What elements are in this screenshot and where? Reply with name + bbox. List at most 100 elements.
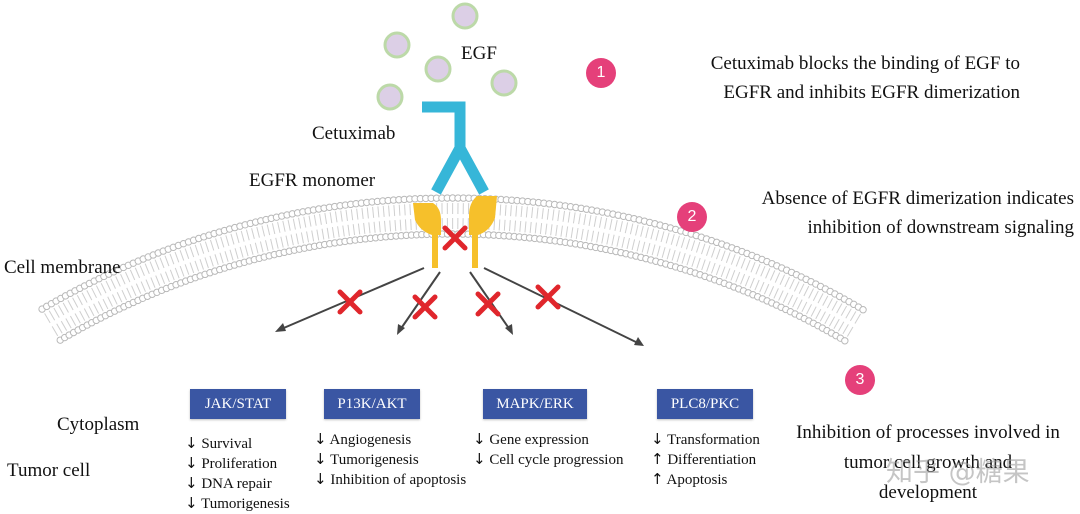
- lipid: [62, 293, 86, 331]
- lipid: [86, 280, 108, 319]
- lipid: [258, 218, 273, 259]
- lipid: [806, 286, 829, 324]
- pathway-jak-stat: JAK/STAT: [190, 389, 286, 419]
- egf-ligand-icon: [385, 33, 409, 57]
- lipid: [342, 202, 353, 244]
- effect-item: ↓ Tumorigenesis: [185, 494, 290, 514]
- pathway-pi3k-akt: P13K/AKT: [324, 389, 420, 419]
- lipid: [608, 212, 622, 254]
- lipid: [252, 219, 267, 260]
- lipid: [211, 230, 228, 271]
- lipid: [310, 207, 323, 249]
- lipid: [810, 288, 833, 326]
- cetuximab-label: Cetuximab: [312, 122, 395, 146]
- signaling-arrows: [275, 268, 644, 346]
- lipid: [577, 206, 589, 248]
- lipid: [587, 208, 600, 250]
- lipid: [667, 228, 684, 269]
- lipid: [337, 203, 348, 245]
- cytoplasm-label: Cytoplasm: [57, 413, 139, 437]
- lipid: [638, 219, 653, 260]
- lipid: [326, 204, 338, 246]
- watermark: 知乎 @糖果: [886, 450, 1030, 489]
- lipid: [53, 298, 77, 336]
- lipid: [613, 213, 627, 255]
- lipid: [567, 204, 579, 246]
- lipid: [783, 274, 805, 313]
- jak-stat-effects: ↓ Survival ↓ Proliferation ↓ DNA repair …: [185, 434, 290, 514]
- lipid: [633, 218, 648, 259]
- step-2-badge: 2: [677, 202, 707, 232]
- effect-item: ↑ Apoptosis: [651, 470, 760, 490]
- lipid: [72, 288, 95, 326]
- lipid: [837, 304, 861, 342]
- effect-item: ↓ Tumorigenesis: [314, 450, 466, 470]
- lipid: [91, 278, 113, 317]
- lipid: [552, 202, 563, 244]
- lipid: [582, 207, 595, 249]
- lipid: [247, 220, 262, 261]
- lipid: [300, 209, 313, 251]
- step-3-badge: 3: [845, 365, 875, 395]
- lipid: [268, 215, 282, 256]
- lipid: [160, 248, 179, 288]
- lipid: [39, 306, 64, 343]
- lipid: [232, 224, 248, 265]
- step-2-line-2: inhibition of downstream signaling: [762, 213, 1074, 242]
- lipid: [226, 226, 242, 267]
- lipid: [542, 201, 553, 243]
- effect-item: ↓ Transformation: [651, 430, 760, 450]
- step-3-line-1: Inhibition of processes involved in: [776, 418, 1080, 448]
- cell-membrane-bilayer: [39, 195, 866, 344]
- lipid: [348, 201, 359, 243]
- egfr-monomer-label: EGFR monomer: [249, 169, 375, 193]
- lipid: [237, 223, 253, 264]
- step-1-text: Cetuximab blocks the binding of EGF to E…: [711, 49, 1020, 108]
- lipid: [81, 283, 104, 322]
- lipid: [321, 205, 333, 247]
- lipid: [353, 200, 364, 242]
- lipid: [731, 250, 750, 290]
- lipid: [155, 250, 174, 290]
- mapk-erk-effects: ↓ Gene expression ↓ Cell cycle progressi…: [473, 430, 623, 470]
- step-1-line-1: Cetuximab blocks the binding of EGF to: [711, 49, 1020, 78]
- lipid: [289, 211, 302, 253]
- lipid: [658, 225, 674, 266]
- red-x-icon: [415, 297, 435, 317]
- tumor-cell-label: Tumor cell: [7, 459, 90, 483]
- lipid: [77, 285, 100, 323]
- lipid: [279, 213, 293, 255]
- lipid: [815, 291, 838, 329]
- red-x-icon: [445, 228, 465, 248]
- effect-item: ↓ Proliferation: [185, 454, 290, 474]
- lipid: [305, 208, 318, 250]
- effect-item: ↓ Gene expression: [473, 430, 623, 450]
- lipid: [67, 290, 90, 328]
- pathway-mapk-erk: MAPK/ERK: [483, 389, 587, 419]
- lipid: [653, 223, 669, 264]
- lipid: [623, 215, 637, 256]
- lipid: [358, 200, 368, 242]
- effect-item: ↓ Inhibition of apoptosis: [314, 470, 466, 490]
- lipid: [603, 211, 617, 253]
- lipid: [842, 307, 867, 344]
- lipid: [273, 214, 287, 256]
- lipid: [801, 283, 824, 321]
- lipid: [672, 229, 689, 270]
- lipid: [628, 217, 643, 258]
- lipid: [316, 206, 328, 248]
- lipid: [643, 221, 658, 262]
- lipid: [648, 222, 664, 263]
- red-x-icon: [538, 287, 558, 307]
- egf-ligand-icon: [426, 57, 450, 81]
- lipid: [824, 296, 848, 334]
- effect-item: ↓ Angiogenesis: [314, 430, 466, 450]
- egf-label: EGF: [461, 42, 497, 66]
- lipid: [562, 204, 574, 246]
- lipid: [663, 226, 679, 267]
- step-2-text: Absence of EGFR dimerization indicates i…: [762, 184, 1074, 243]
- pathway-plc-pkc: PLC8/PKC: [657, 389, 753, 419]
- antibody-icon: [422, 107, 484, 192]
- lipid: [58, 295, 82, 333]
- lipid: [284, 212, 298, 254]
